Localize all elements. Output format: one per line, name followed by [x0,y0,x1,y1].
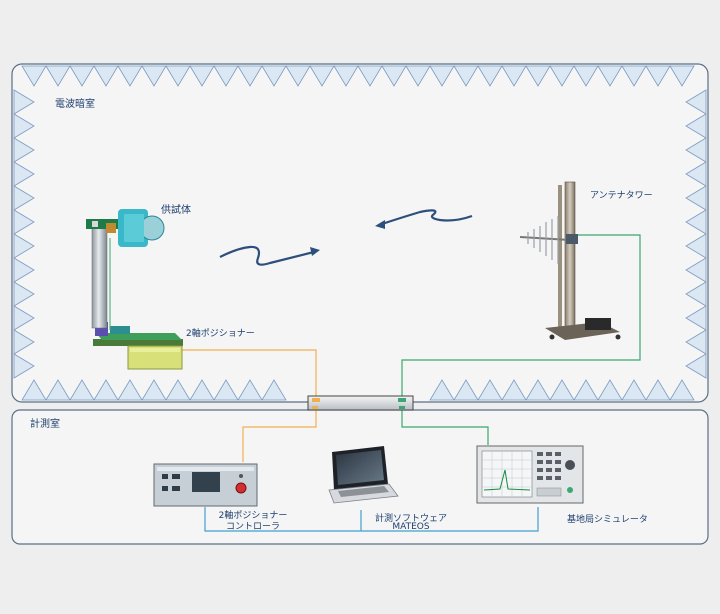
absorber-cone [573,65,599,87]
base-station-simulator-device [476,445,584,504]
absorber-cone [477,65,503,87]
absorber-cone [261,65,287,87]
absorber-cone [685,161,707,187]
absorber-cone [213,65,239,87]
absorber-cone [13,89,35,115]
absorber-cone [13,161,35,187]
absorber-cone [285,65,311,87]
anechoic-chamber-box [11,63,709,403]
absorber-cone [549,379,575,401]
absorber-cone [645,379,671,401]
absorber-cone [141,65,167,87]
absorber-cone [621,65,647,87]
absorber-cone [597,65,623,87]
absorber-cone [141,379,167,401]
absorber-cone [549,65,575,87]
absorber-cone [165,65,191,87]
absorber-cone [525,65,551,87]
blue-cables [204,507,539,532]
positioner-controller [153,463,258,507]
absorber-cone [621,379,647,401]
absorber-cone [45,65,71,87]
absorber-cone [45,379,71,401]
positioner-label: 2軸ポジショナー [186,329,255,339]
antenna-tower-label: アンテナタワー [590,191,653,201]
absorber-cone [501,379,527,401]
absorber-cone [69,65,95,87]
absorber-cone [13,281,35,307]
positioner-assembly [86,209,183,370]
absorber-cone [597,379,623,401]
orange-cables [182,349,317,462]
absorber-cone [189,379,215,401]
software-label-2: MATEOS [392,522,430,532]
green-cables [401,234,641,445]
absorber-cone [21,65,47,87]
absorber-cone [685,353,707,379]
absorber-cone [237,65,263,87]
absorber-cone [669,379,695,401]
signal-arrow-left [375,209,473,229]
rf-switch-box [307,395,414,411]
absorber-cone [165,379,191,401]
absorber-cone [685,329,707,355]
absorber-cone [429,65,455,87]
absorber-cone [13,113,35,139]
absorber-cone [261,379,287,401]
absorber-cone [685,281,707,307]
absorber-cone [213,379,239,401]
absorber-cone [429,379,455,401]
absorber-cone [93,379,119,401]
absorber-cone [685,113,707,139]
absorber-cone [685,89,707,115]
absorber-cone [645,65,671,87]
absorber-cone [13,353,35,379]
absorber-cone [453,379,479,401]
absorber-cone [685,257,707,283]
absorber-cone [13,329,35,355]
software-label-1: 計測ソフトウェア [374,514,447,524]
absorber-cone [21,379,47,401]
absorber-cone [117,65,143,87]
absorber-cone [13,137,35,163]
absorber-cone [13,185,35,211]
anechoic-chamber-label: 電波暗室 [55,99,95,110]
absorber-cone [453,65,479,87]
absorber-cone [573,379,599,401]
signal-arrow-right [219,245,320,266]
laptop [328,446,399,504]
absorber-cone [501,65,527,87]
absorber-cone [117,379,143,401]
absorber-cone [525,379,551,401]
absorber-cone [381,65,407,87]
measurement-room-label: 計測室 [30,419,60,430]
rf-absorbers [13,65,707,401]
absorber-cone [685,233,707,259]
positioner-controller-label-2: コントローラ [225,522,280,532]
absorber-cone [357,65,383,87]
absorber-cone [93,65,119,87]
absorber-cone [189,65,215,87]
absorber-cone [309,65,335,87]
absorber-cone [685,209,707,235]
eut-label: 供試体 [161,205,191,216]
absorber-cone [13,209,35,235]
absorber-cone [237,379,263,401]
absorber-cone [13,233,35,259]
absorber-cone [685,137,707,163]
antenna-tower [519,181,621,340]
absorber-cone [13,305,35,331]
absorber-cone [685,305,707,331]
base-station-simulator-label: 基地局シミュレータ [567,515,648,525]
absorber-cone [333,65,359,87]
positioner-controller-label-1: 2軸ポジショナー [218,511,288,521]
absorber-cone [405,65,431,87]
absorber-cone [69,379,95,401]
absorber-cone [669,65,695,87]
absorber-cone [685,185,707,211]
absorber-cone [13,257,35,283]
absorber-cone [477,379,503,401]
